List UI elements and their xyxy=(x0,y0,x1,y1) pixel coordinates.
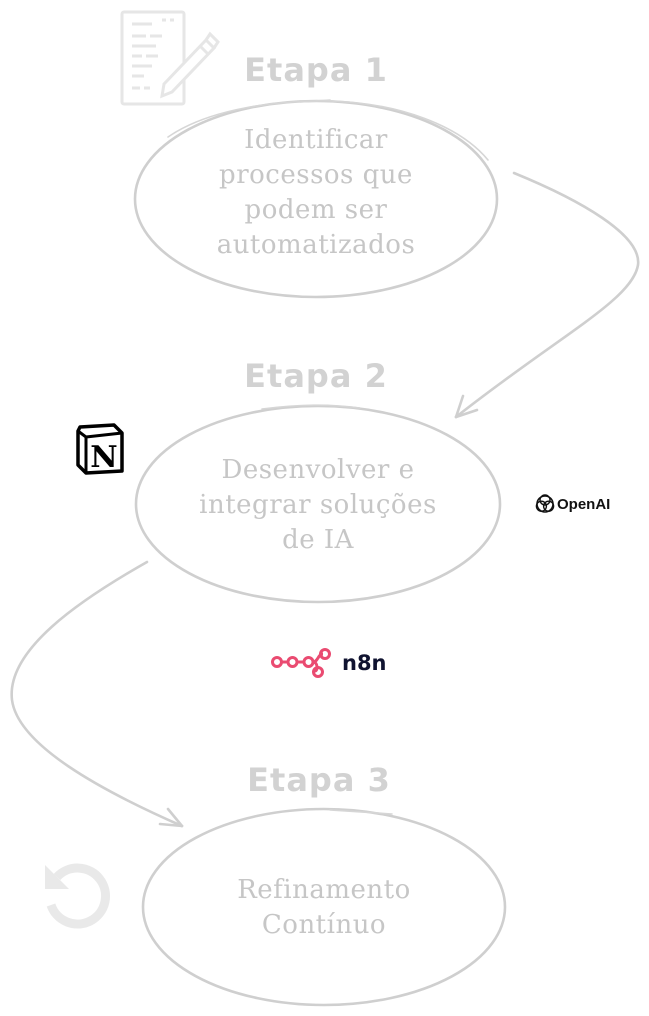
notion-letter: N xyxy=(90,440,117,475)
n8n-label: n8n xyxy=(342,651,387,675)
step-1: Etapa 1 Identificar processos que podem … xyxy=(133,51,499,299)
step-3-title: Etapa 3 xyxy=(247,761,391,799)
step-2: Etapa 2 Desenvolver e integrar soluções … xyxy=(134,357,502,604)
refresh-arrow-icon xyxy=(45,863,110,929)
step-2-title: Etapa 2 xyxy=(244,357,388,395)
step-3-line-2: Contínuo xyxy=(262,910,386,940)
notion-logo-icon: N xyxy=(76,423,124,475)
step-2-ellipse xyxy=(134,404,502,604)
step-1-line-4: automatizados xyxy=(217,230,416,260)
step-2-line-1: Desenvolver e xyxy=(221,455,414,485)
openai-label: OpenAI xyxy=(557,496,610,513)
step-2-line-2: integrar soluções xyxy=(199,490,437,520)
step-1-line-3: podem ser xyxy=(245,195,388,225)
step-3-ellipse xyxy=(141,807,507,1007)
step-1-line-1: Identificar xyxy=(244,125,388,155)
openai-logo-icon xyxy=(535,494,555,513)
step-3-line-1: Refinamento xyxy=(237,875,411,905)
step-2-line-3: de IA xyxy=(282,525,355,555)
step-1-title: Etapa 1 xyxy=(244,51,388,89)
step-1-ellipse xyxy=(133,99,499,299)
document-pen-icon xyxy=(120,10,220,106)
arrow-step-1-to-2 xyxy=(454,171,640,419)
n8n-logo-icon xyxy=(271,648,331,678)
arrow-step-2-to-3 xyxy=(10,560,184,828)
step-1-line-2: processos que xyxy=(219,160,413,190)
step-3: Etapa 3 Refinamento Contínuo xyxy=(141,761,507,1007)
